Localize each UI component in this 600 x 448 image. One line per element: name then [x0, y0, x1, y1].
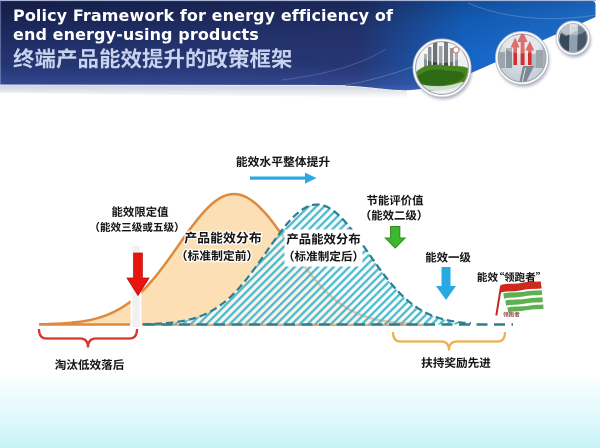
saving-label-1-glyphs — [367, 194, 424, 206]
brace-eliminate — [37, 328, 139, 348]
globe-buildings — [424, 42, 458, 73]
city-skyline — [498, 46, 546, 68]
footer-fade — [0, 374, 600, 448]
grade1-arrow — [436, 267, 456, 300]
distribution-diagram — [37, 172, 544, 351]
title-en-line2: end energy-using products — [13, 24, 259, 44]
eliminate-label-glyphs — [54, 359, 124, 371]
reward-label-glyphs — [421, 357, 491, 369]
decor-sphere — [495, 31, 550, 87]
title-en-line1: Policy Framework for energy efficiency o… — [13, 6, 394, 25]
limit-arrow — [126, 252, 150, 297]
grade1-label-glyphs — [425, 251, 471, 263]
decor-sphere — [555, 20, 591, 58]
growth-arrows — [510, 34, 535, 65]
limit-label-1-glyphs — [112, 206, 169, 218]
saving-label-2-glyphs — [367, 209, 421, 221]
improvement-label-glyphs — [236, 155, 330, 168]
toprunner-label-glyphs — [477, 271, 540, 283]
saving-arrow — [384, 225, 407, 249]
header-banner — [0, 0, 597, 100]
brace-reward — [391, 331, 507, 351]
improvement-arrow — [250, 172, 317, 184]
limit-label-2-glyphs — [96, 221, 178, 233]
toprunner-flag-icon — [495, 281, 544, 316]
decor-sphere — [412, 38, 472, 100]
slide-title: Policy Framework for energy efficiency o… — [13, 6, 394, 44]
curve-before-label-2-glyphs — [182, 248, 252, 263]
curve-after-standard — [141, 203, 513, 326]
flag-caption-glyphs — [503, 311, 520, 318]
